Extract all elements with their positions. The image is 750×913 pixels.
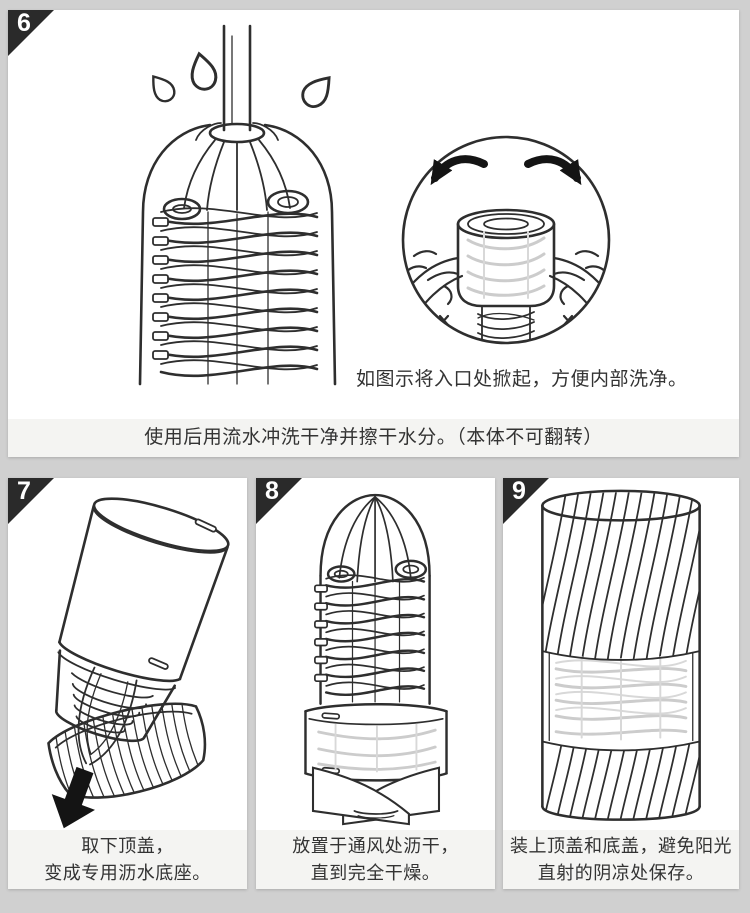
step-number: 6 (17, 9, 31, 37)
striped-cap-drawing (47, 695, 207, 809)
water-stream-icon (222, 24, 252, 132)
step-number: 8 (265, 477, 279, 505)
remove-cap-illustration (47, 497, 230, 829)
tilted-body-drawing (54, 497, 230, 766)
sleeve-body-drawing (138, 122, 337, 386)
cylinder-outline (541, 489, 701, 821)
drying-stand-illustration (304, 493, 448, 826)
step-number-badge: 8 (256, 478, 302, 524)
step-panel-6: 6 (8, 10, 739, 457)
curved-arrow-left-icon (430, 155, 488, 186)
coil-tabs (152, 217, 169, 360)
flip-opening-inset-illustration (401, 135, 611, 345)
step8-caption: 放置于通风处沥干， 直到完全干燥。 (256, 830, 495, 889)
step6-caption: 使用后用流水冲洗干净并擦干水分。（本体不可翻转） (8, 419, 739, 457)
water-droplets-icon (144, 49, 339, 113)
flipped-cup-drawing (456, 208, 556, 343)
right-hand-drawing (548, 250, 609, 332)
down-arrow-icon (51, 766, 95, 829)
step-number-badge: 6 (8, 10, 54, 56)
step7-caption: 取下顶盖， 变成专用沥水底座。 (8, 830, 247, 889)
clear-middle-drawing (548, 652, 694, 742)
step6-note: 如图示将入口处掀起，方便内部洗净。 (356, 369, 688, 390)
dome-top-drawing (319, 493, 431, 583)
step-number-badge: 9 (503, 478, 549, 524)
step-number: 9 (512, 477, 526, 505)
step-panel-8: 8 (256, 478, 495, 889)
case-drawing (304, 703, 448, 782)
step-number: 7 (17, 477, 31, 505)
curved-arrow-right-icon (524, 155, 582, 186)
exposed-coil-drawing (314, 559, 431, 705)
step9-caption: 装上顶盖和底盖，避免阳光 直射的阴凉处保存。 (503, 830, 739, 889)
step-panel-7: 7 (8, 478, 247, 889)
stand-fins-drawing (311, 766, 441, 826)
left-hand-drawing (403, 250, 464, 332)
rinse-under-water-illustration (138, 24, 339, 386)
assembled-product-illustration (541, 489, 701, 821)
step-panel-9: 9 (503, 478, 739, 889)
step-number-badge: 7 (8, 478, 54, 524)
